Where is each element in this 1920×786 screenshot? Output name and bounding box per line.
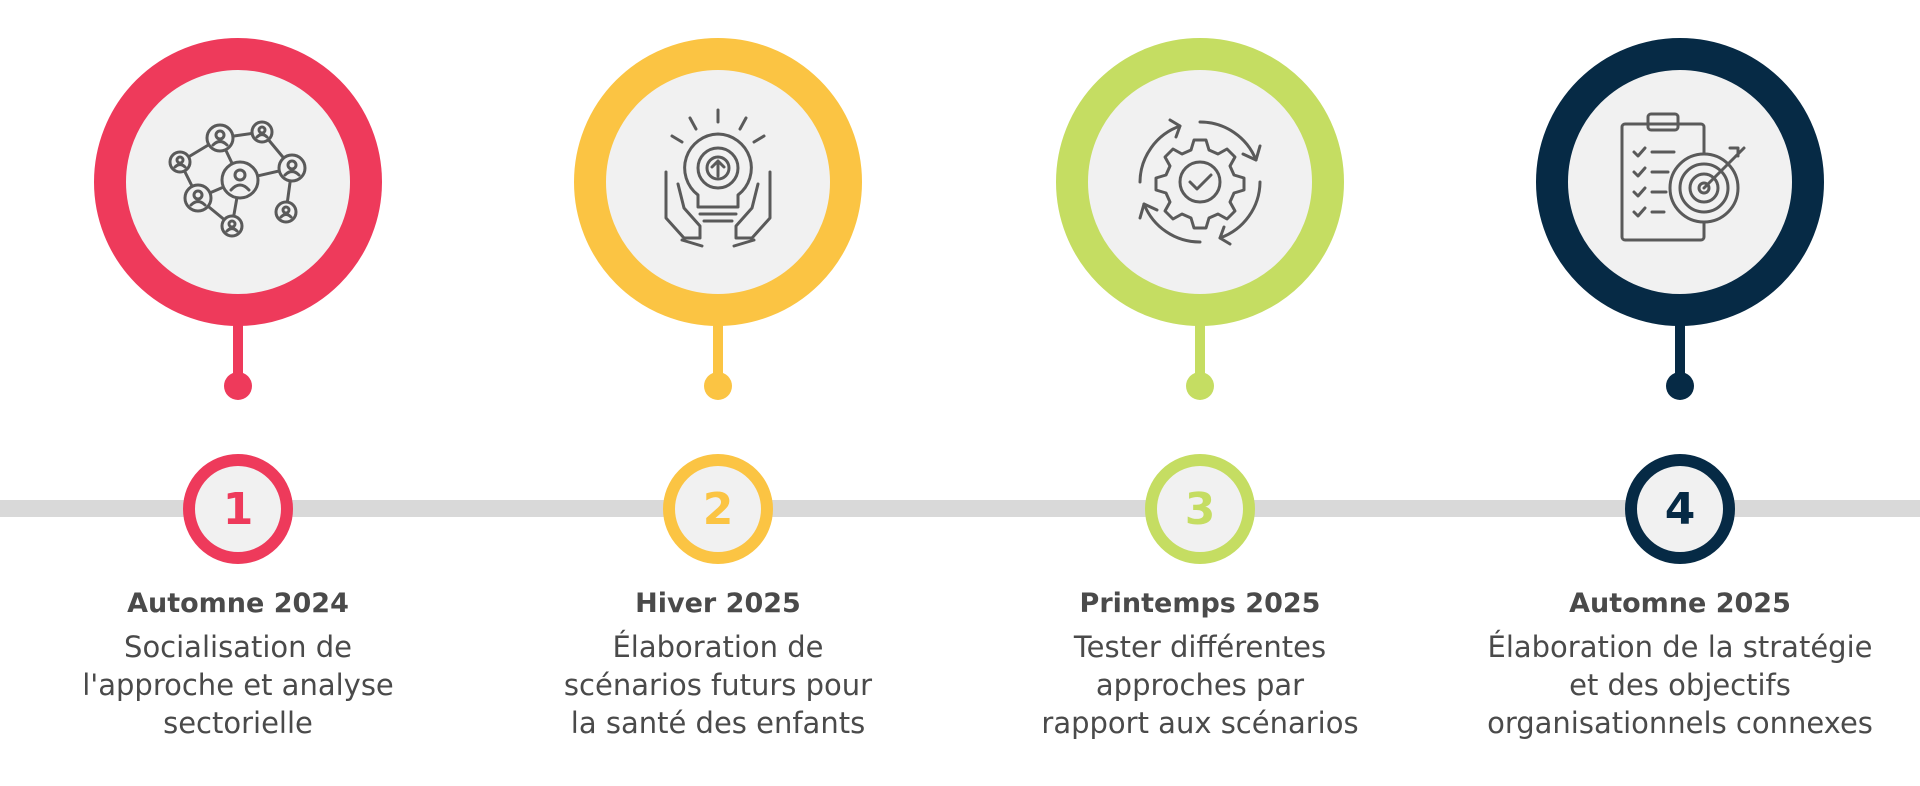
step-3: 3 Printemps 2025 Tester différentes appr… — [1000, 0, 1400, 786]
step-4-number: 4 — [1625, 454, 1735, 564]
step-4-icon-ring — [1536, 38, 1824, 326]
timeline-bar — [0, 500, 1920, 517]
step-4-description: Élaboration de la stratégie et des objec… — [1487, 630, 1873, 740]
step-3-date: Printemps 2025 — [1079, 588, 1321, 619]
step-3-connector — [1195, 320, 1205, 380]
step-4-connector — [1675, 320, 1685, 380]
step-3-description: Tester différentes approches par rapport… — [1041, 630, 1359, 740]
step-2-connector — [713, 320, 723, 380]
step-1-icon-ring — [94, 38, 382, 326]
step-1-date: Automne 2024 — [127, 588, 349, 619]
step-1-description: Socialisation de l'approche et analyse s… — [82, 630, 394, 740]
step-1-number: 1 — [183, 454, 293, 564]
network-people-icon — [168, 120, 307, 238]
step-2-connector-dot — [704, 372, 732, 400]
clipboard-target-icon — [1620, 112, 1746, 242]
step-3-number: 3 — [1145, 454, 1255, 564]
step-3-connector-dot — [1186, 372, 1214, 400]
step-2: 2 Hiver 2025 Élaboration de scénarios fu… — [518, 0, 918, 786]
step-4-connector-dot — [1666, 372, 1694, 400]
step-1-connector — [233, 320, 243, 380]
step-2-icon-ring — [574, 38, 862, 326]
step-4-date: Automne 2025 — [1569, 588, 1791, 619]
step-1: 1 Automne 2024 Socialisation de l'approc… — [38, 0, 438, 786]
step-2-number: 2 — [663, 454, 773, 564]
step-4: 4 Automne 2025 Élaboration de la stratég… — [1480, 0, 1880, 786]
lightbulb-hands-icon — [664, 108, 772, 248]
step-2-date: Hiver 2025 — [635, 588, 801, 619]
step-3-icon-ring — [1056, 38, 1344, 326]
gear-cycle-icon — [1138, 118, 1262, 246]
step-1-connector-dot — [224, 372, 252, 400]
step-2-description: Élaboration de scénarios futurs pour la … — [563, 630, 873, 740]
